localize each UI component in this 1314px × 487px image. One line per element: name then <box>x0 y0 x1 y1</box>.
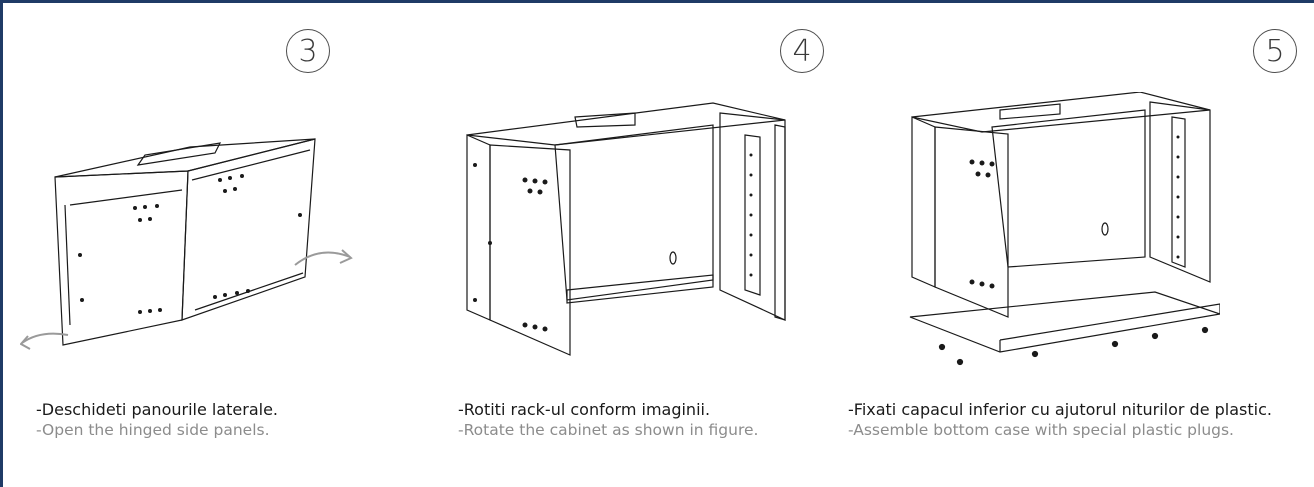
step-number-3: 3 <box>286 29 330 73</box>
illustration-assemble-bottom-case <box>909 92 1220 366</box>
step-4-caption-ro: -Rotiti rack-ul conform imaginii. <box>458 400 711 419</box>
illustration-rotate-cabinet <box>466 102 786 356</box>
step-5-caption-ro: -Fixati capacul inferior cu ajutorul nit… <box>848 400 1272 419</box>
step-number-4: 4 <box>780 29 824 73</box>
step-3-caption-ro: -Deschideti panourile laterale. <box>36 400 279 419</box>
step-5-caption-en: -Assemble bottom case with special plast… <box>848 421 1234 439</box>
step-4-caption-en: -Rotate the cabinet as shown in figure. <box>458 421 759 439</box>
step-3-caption-en: -Open the hinged side panels. <box>36 421 270 439</box>
step-number-5: 5 <box>1253 29 1297 73</box>
swing-arrow-icon <box>20 249 353 350</box>
illustration-open-side-panels <box>20 138 353 350</box>
plastic-plug-icon <box>938 326 1209 366</box>
